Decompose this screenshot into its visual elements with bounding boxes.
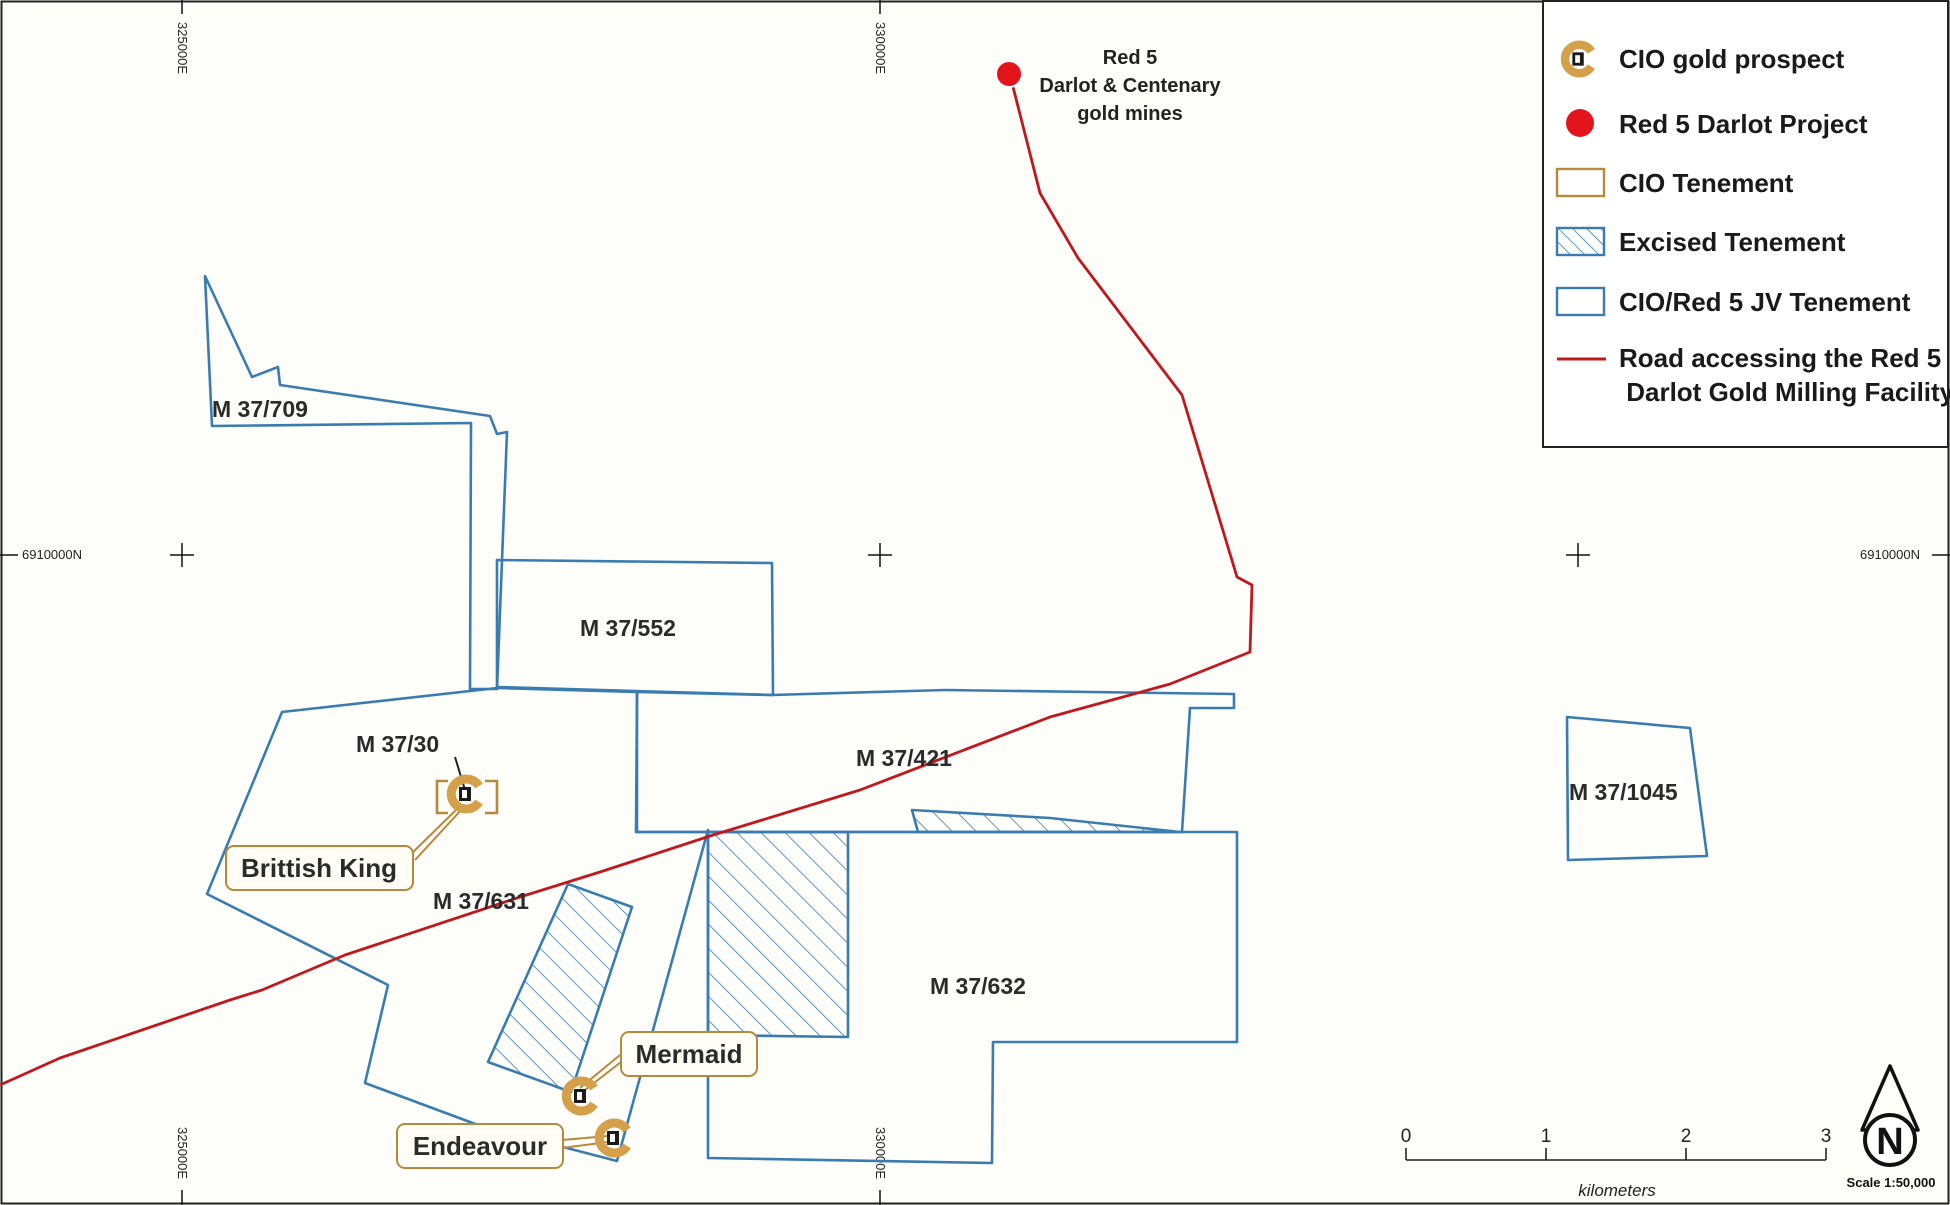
tenement-m37-421[interactable]	[635, 688, 1236, 834]
prospect-label-box-mermaid	[620, 1031, 758, 1077]
tenement-label-m37-632: M 37/632	[930, 973, 1026, 999]
tenement-label-m37-552: M 37/552	[580, 615, 676, 641]
scale-ratio-label: Scale 1:50,000	[1847, 1175, 1936, 1190]
tenement-m37-30[interactable]	[205, 686, 710, 1163]
legend-jv-tenement: CIO/Red 5 JV Tenement	[1619, 287, 1911, 317]
prospect-label-brittish-king: Brittish King	[241, 853, 397, 883]
scale-tick-0: 0	[1401, 1126, 1412, 1147]
grid-label-325000e-top: 325000E	[175, 22, 190, 74]
grid-label-330000e-top: 330000E	[873, 22, 888, 74]
scale-units-label: kilometers	[1578, 1181, 1656, 1200]
legend-red5-darlot-project: Red 5 Darlot Project	[1619, 109, 1868, 139]
scale-tick-2: 2	[1681, 1126, 1692, 1147]
prospect-label-mermaid: Mermaid	[636, 1039, 743, 1069]
excised-tenement-sliver[interactable]	[910, 808, 1182, 834]
tenement-label-m37-631: M 37/631	[433, 888, 529, 914]
grid-label-325000e-bottom: 325000E	[175, 1127, 190, 1179]
grid-label-6910000n-right: 6910000N	[1860, 547, 1920, 562]
legend-cio-tenement: CIO Tenement	[1619, 168, 1794, 198]
red5-darlot-marker[interactable]	[995, 60, 1023, 88]
legend-red5-marker-icon	[1566, 109, 1594, 137]
red5-label-line-3: gold mines	[1077, 103, 1183, 125]
tenement-label-m37-1045: M 37/1045	[1569, 779, 1678, 805]
prospect-label-box-endeavour	[396, 1123, 564, 1169]
cio-tenement-brittish-king[interactable]	[435, 779, 499, 815]
north-arrow-label: N	[1876, 1121, 1903, 1163]
grid-label-330000e-bottom: 330000E	[873, 1127, 888, 1179]
legend-excised-tenement-swatch	[1555, 226, 1606, 257]
tenement-m37-1045[interactable]	[1565, 715, 1709, 862]
legend-cio-gold-prospect: CIO gold prospect	[1619, 44, 1845, 74]
legend: CIO gold prospect Red 5 Darlot Project C…	[1542, 0, 1950, 448]
legend-cio-tenement-swatch	[1555, 167, 1606, 198]
north-arrow-icon: N	[1860, 1064, 1920, 1167]
scale-bar: 0 1 2 3 kilometers	[1401, 1126, 1832, 1200]
tenement-label-m37-421: M 37/421	[856, 745, 952, 771]
tenement-m37-709[interactable]	[203, 274, 509, 691]
red5-label-line-1: Red 5	[1103, 47, 1157, 69]
tenement-label-m37-709: M 37/709	[212, 396, 308, 422]
legend-road-line-2: Darlot Gold Milling Facility	[1619, 377, 1950, 407]
road-to-darlot-mill[interactable]	[0, 74, 1254, 1087]
grid-label-6910000n-left: 6910000N	[22, 547, 82, 562]
legend-road-line-1: Road accessing the Red 5	[1619, 343, 1941, 373]
prospect-label-endeavour: Endeavour	[413, 1131, 547, 1161]
excised-tenement-east[interactable]	[706, 830, 850, 1039]
prospect-label-box-brittish-king	[225, 845, 414, 891]
legend-jv-tenement-swatch	[1555, 286, 1606, 317]
legend-excised-tenement: Excised Tenement	[1619, 227, 1846, 257]
red5-label-line-2: Darlot & Centenary	[1039, 75, 1221, 97]
legend-box	[1542, 0, 1949, 448]
scale-tick-1: 1	[1541, 1126, 1552, 1147]
scale-tick-3: 3	[1821, 1126, 1832, 1147]
tenement-label-m37-30: M 37/30	[356, 731, 439, 757]
